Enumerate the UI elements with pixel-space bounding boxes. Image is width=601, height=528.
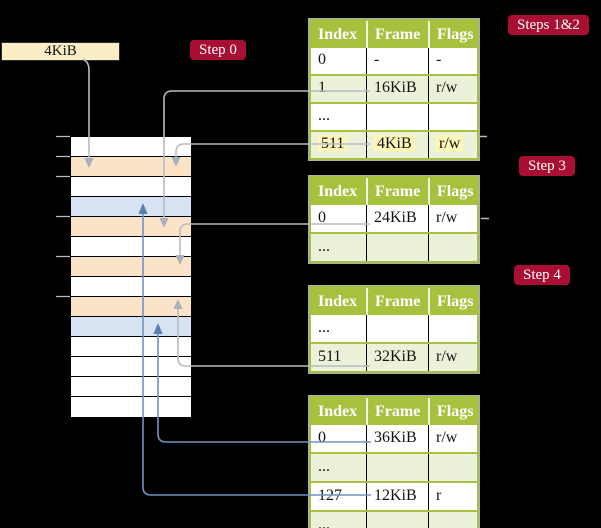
memory-row-white bbox=[71, 397, 191, 417]
column-header-frame: Frame bbox=[366, 21, 428, 48]
table-header-row: Index Frame Flags bbox=[311, 178, 477, 205]
memory-row-white bbox=[71, 357, 191, 377]
steps-1-2-badge: Steps 1&2 bbox=[508, 15, 589, 35]
column-header-frame: Frame bbox=[366, 178, 428, 205]
cell-flags bbox=[428, 234, 477, 261]
table-row: ... bbox=[311, 102, 477, 130]
table-row: 0 36KiB r/w bbox=[311, 425, 477, 452]
cell-flags bbox=[428, 315, 477, 342]
memory-row-white bbox=[71, 337, 191, 357]
step-3-badge: Step 3 bbox=[519, 156, 575, 176]
cell-frame bbox=[366, 315, 428, 342]
memory-row-white bbox=[71, 377, 191, 397]
cell-frame: 24KiB bbox=[366, 205, 428, 232]
cell-index: ... bbox=[318, 319, 330, 336]
cell-frame bbox=[366, 104, 428, 130]
physical-memory-column bbox=[70, 136, 192, 418]
memory-row-white bbox=[71, 277, 191, 297]
cell-frame: 4KiB bbox=[366, 132, 428, 158]
table-row: 511 32KiB r/w bbox=[311, 342, 477, 371]
cell-flags bbox=[428, 104, 477, 130]
cell-flags: r/w bbox=[428, 344, 477, 371]
page-table-2: Index Frame Flags 0 24KiB r/w ... bbox=[308, 175, 480, 264]
memory-tick-marks bbox=[56, 135, 70, 298]
memory-row-blue bbox=[71, 197, 191, 217]
cell-frame: 36KiB bbox=[366, 425, 428, 452]
cell-flags: r/w bbox=[428, 76, 477, 102]
cell-frame: 12KiB bbox=[366, 483, 428, 510]
table-row: 0 24KiB r/w bbox=[311, 205, 477, 232]
column-header-index: Index bbox=[318, 403, 358, 420]
cell-frame: - bbox=[366, 48, 428, 74]
memory-row-orange bbox=[71, 157, 191, 177]
cell-flags: - bbox=[428, 48, 477, 74]
cell-index: 0 bbox=[318, 51, 326, 68]
cell-index: 0 bbox=[318, 209, 326, 226]
memory-row-blue bbox=[71, 317, 191, 337]
table-header-row: Index Frame Flags bbox=[311, 398, 477, 425]
table-header-row: Index Frame Flags bbox=[311, 288, 477, 315]
column-header-flags: Flags bbox=[428, 21, 477, 48]
column-header-flags: Flags bbox=[428, 398, 477, 425]
step-4-badge: Step 4 bbox=[514, 265, 570, 285]
frame-size-label: 4KiB bbox=[1, 42, 120, 61]
memory-row-orange bbox=[71, 217, 191, 237]
table-row: ... bbox=[311, 452, 477, 481]
step-0-badge: Step 0 bbox=[190, 40, 246, 60]
cell-index: ... bbox=[318, 458, 330, 475]
cell-index: 511 bbox=[318, 348, 342, 365]
cell-index: ... bbox=[318, 107, 330, 124]
column-header-frame: Frame bbox=[366, 288, 428, 315]
memory-row-orange bbox=[71, 297, 191, 317]
page-table-4: Index Frame Flags 0 36KiB r/w ... 127 12… bbox=[308, 395, 480, 528]
table-header-row: Index Frame Flags bbox=[311, 21, 477, 48]
column-header-index: Index bbox=[318, 293, 358, 310]
column-header-index: Index bbox=[318, 26, 358, 43]
memory-row-white bbox=[71, 137, 191, 157]
memory-row-white bbox=[71, 237, 191, 257]
table-row: ... bbox=[311, 510, 477, 528]
cell-frame: 32KiB bbox=[366, 344, 428, 371]
table-row: 1 16KiB r/w bbox=[311, 74, 477, 102]
column-header-flags: Flags bbox=[428, 178, 477, 205]
cell-flags: r/w bbox=[428, 205, 477, 232]
table-row: ... bbox=[311, 315, 477, 342]
page-table-1: Index Frame Flags 0 - - 1 16KiB r/w ... … bbox=[308, 18, 480, 161]
table-row: 0 - - bbox=[311, 48, 477, 74]
cell-index: 511 bbox=[311, 132, 366, 158]
column-header-frame: Frame bbox=[366, 398, 428, 425]
cell-flags bbox=[428, 454, 477, 481]
cell-index: ... bbox=[318, 516, 330, 528]
table-row-highlighted: 511 4KiB r/w bbox=[311, 130, 477, 158]
cell-frame bbox=[366, 234, 428, 261]
memory-row-white bbox=[71, 177, 191, 197]
column-header-index: Index bbox=[318, 183, 358, 200]
page-table-3: Index Frame Flags ... 511 32KiB r/w bbox=[308, 285, 480, 374]
cell-flags: r bbox=[428, 483, 477, 510]
cell-frame: 16KiB bbox=[366, 76, 428, 102]
cell-index: 127 bbox=[318, 487, 342, 504]
cell-flags bbox=[428, 512, 477, 528]
cell-frame bbox=[366, 512, 428, 528]
cell-index: ... bbox=[318, 238, 330, 255]
table-row: 127 12KiB r bbox=[311, 481, 477, 510]
memory-row-orange bbox=[71, 257, 191, 277]
cell-index: 0 bbox=[318, 429, 326, 446]
cell-flags: r/w bbox=[428, 425, 477, 452]
column-header-flags: Flags bbox=[428, 288, 477, 315]
cell-index: 1 bbox=[318, 79, 326, 96]
cell-flags: r/w bbox=[428, 132, 477, 158]
table-row: ... bbox=[311, 232, 477, 261]
cell-frame bbox=[366, 454, 428, 481]
